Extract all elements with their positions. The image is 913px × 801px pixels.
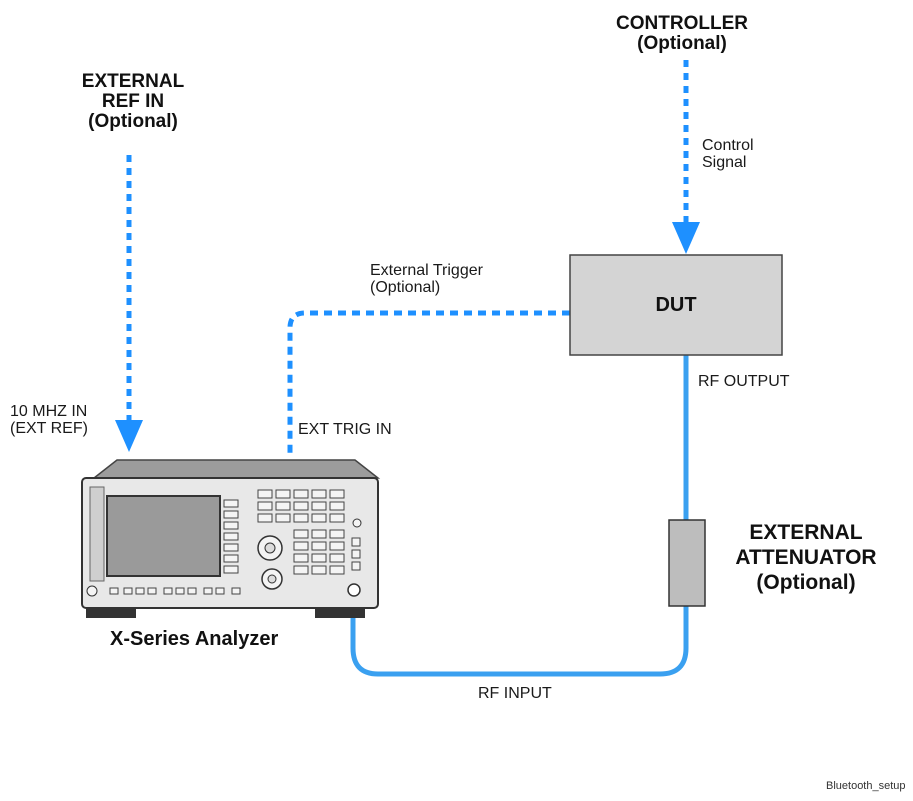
control-signal-line1: Control bbox=[702, 137, 754, 154]
control-signal-label: Control Signal bbox=[702, 137, 754, 172]
ext-trigger-line1: External Trigger bbox=[370, 262, 483, 279]
attenuator-box bbox=[668, 519, 706, 607]
controller-title: CONTROLLER bbox=[616, 13, 748, 34]
control-signal-line2: Signal bbox=[702, 153, 747, 171]
ext-ref-line2: REF IN bbox=[101, 90, 165, 112]
rf-output-label: RF OUTPUT bbox=[698, 373, 790, 390]
attenuator-line1: EXTERNAL bbox=[749, 521, 863, 544]
controller-label: CONTROLLER (Optional) bbox=[616, 14, 748, 54]
ext-trigger-line2: (Optional) bbox=[370, 278, 441, 296]
ext-ref-line3: (Optional) bbox=[88, 110, 178, 132]
analyzer-screen bbox=[106, 495, 221, 577]
ext-ref-line1: EXTERNAL bbox=[81, 71, 185, 92]
ten-mhz-line1: 10 MHZ IN bbox=[10, 403, 88, 420]
ten-mhz-label: 10 MHZ IN (EXT REF) bbox=[10, 403, 88, 438]
rf-input-label: RF INPUT bbox=[478, 685, 552, 702]
rf-input-cable bbox=[350, 592, 689, 677]
ext-ref-label: EXTERNAL REF IN (Optional) bbox=[82, 72, 184, 132]
figure-id-label: Bluetooth_setup bbox=[826, 780, 906, 792]
rf-input-port bbox=[347, 583, 361, 597]
control-signal-arrowhead bbox=[672, 222, 700, 254]
attenuator-line3: (Optional) bbox=[756, 571, 856, 595]
dut-label: DUT bbox=[655, 294, 697, 316]
attenuator-label: EXTERNAL ATTENUATOR (Optional) bbox=[735, 520, 876, 596]
ext-trigger-label: External Trigger (Optional) bbox=[370, 262, 483, 297]
ext-ref-arrowhead bbox=[115, 420, 143, 452]
attenuator-line2: ATTENUATOR bbox=[735, 546, 877, 570]
ten-mhz-line2: (EXT REF) bbox=[10, 419, 88, 437]
controller-subtitle: (Optional) bbox=[637, 32, 727, 54]
dut-box bbox=[569, 254, 783, 356]
ext-trig-in-label: EXT TRIG IN bbox=[298, 421, 392, 438]
analyzer-label: X-Series Analyzer bbox=[110, 628, 279, 650]
analyzer-instrument bbox=[81, 459, 381, 618]
